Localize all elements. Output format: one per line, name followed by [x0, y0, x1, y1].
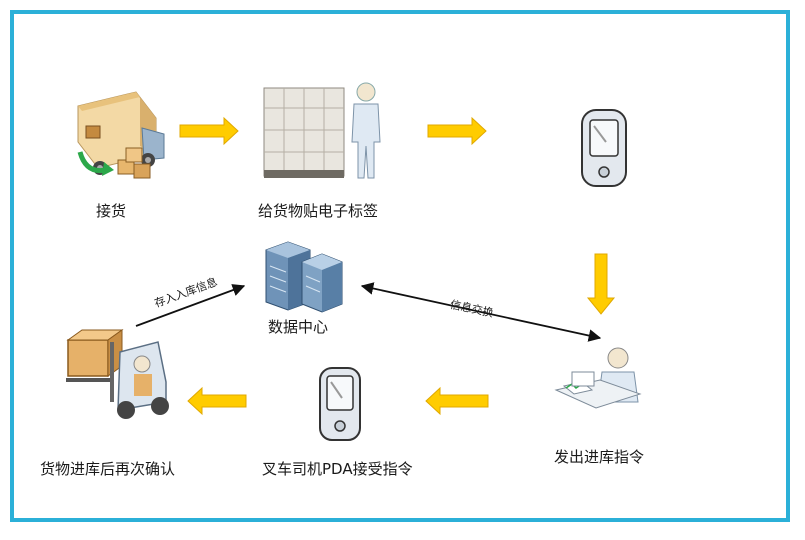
operator-desk-icon: [554, 347, 642, 409]
forklift-icon: [66, 329, 169, 419]
node-label-data-center: 数据中心: [268, 318, 329, 336]
delivery-truck-icon: [77, 91, 165, 179]
pallet-goods-icon: [263, 87, 345, 178]
node-label-forklift-pda: 叉车司机PDA接受指令: [262, 460, 413, 478]
flow-arrow-right: [179, 116, 239, 146]
flow-arrow-left: [187, 386, 247, 416]
handheld-pda-icon: [319, 367, 361, 441]
flow-arrow-left: [425, 386, 489, 416]
pda-device-icon: [581, 109, 627, 187]
flow-arrow-right: [427, 116, 487, 146]
server-rack-icon: [265, 241, 343, 313]
node-label-label-goods: 给货物贴电子标签: [258, 202, 379, 220]
node-label-receive: 接货: [96, 202, 127, 220]
node-label-confirm: 货物进库后再次确认: [40, 460, 176, 478]
worker-person-icon: [351, 82, 381, 179]
node-label-issue-command: 发出进库指令: [554, 448, 645, 466]
diagram-frame: [10, 10, 790, 522]
